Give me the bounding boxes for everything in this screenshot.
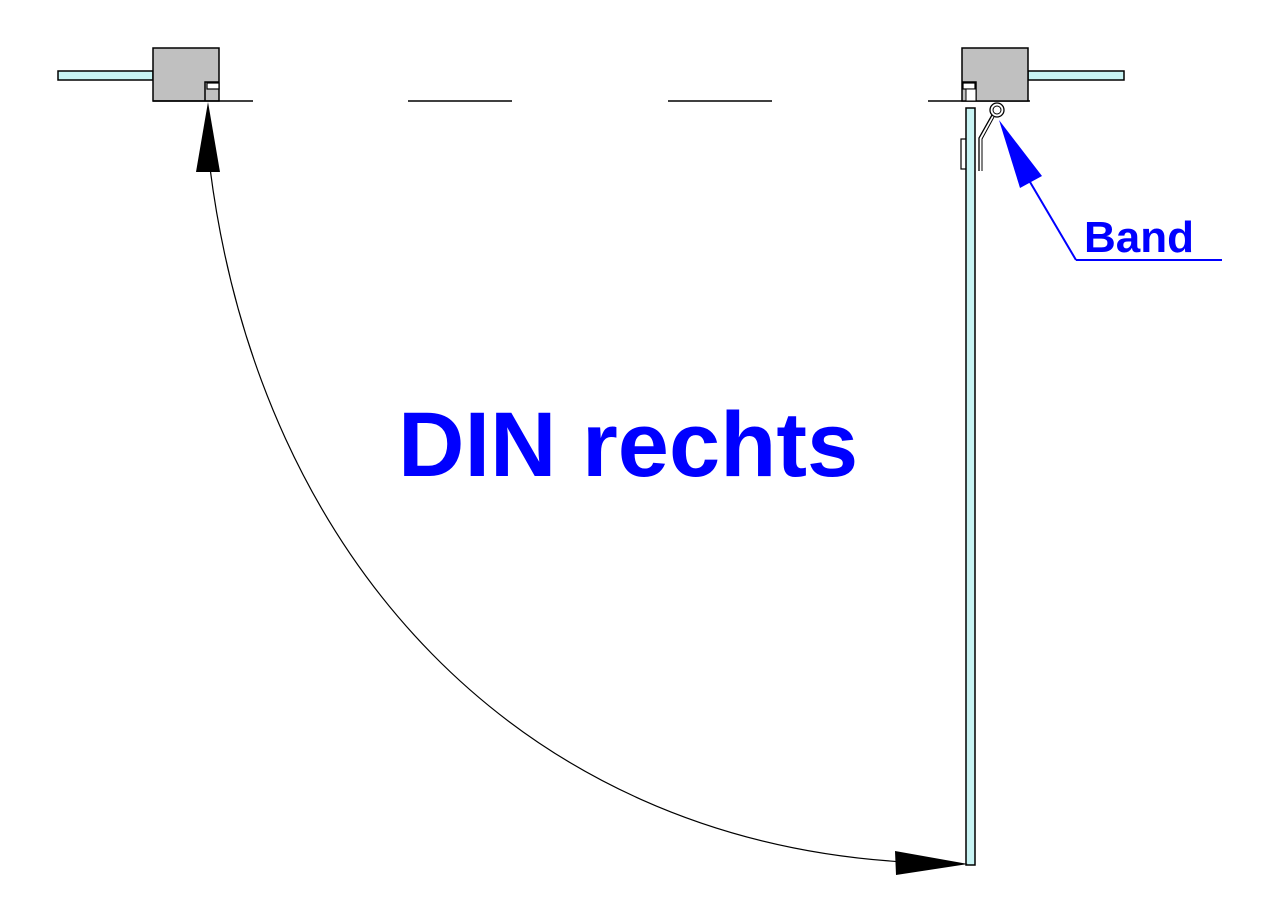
left-frame-rebate bbox=[204, 81, 219, 101]
hinge-callout: Band bbox=[999, 120, 1222, 262]
hinge-pin-inner bbox=[992, 105, 1002, 115]
right-seal bbox=[962, 82, 976, 90]
swing-arc bbox=[209, 167, 906, 863]
right-stop-strip bbox=[965, 88, 977, 102]
left-glass-panel bbox=[57, 70, 154, 81]
callout-arrowhead bbox=[999, 120, 1042, 188]
hinge-leaf-inner bbox=[981, 116, 995, 171]
callout-leader bbox=[1029, 181, 1077, 261]
right-glass-panel bbox=[1027, 70, 1125, 81]
hinge-label: Band bbox=[1084, 213, 1194, 262]
left-wall-assembly bbox=[57, 47, 220, 102]
hinge bbox=[960, 102, 1005, 171]
hinge-leaf bbox=[978, 114, 993, 171]
door-leaf bbox=[965, 107, 976, 866]
arrowhead-bottom bbox=[895, 851, 968, 875]
door-handing-label: DIN rechts bbox=[398, 394, 858, 496]
left-frame-block bbox=[152, 47, 220, 102]
right-wall-assembly bbox=[961, 47, 1125, 102]
left-seal bbox=[206, 82, 220, 90]
arrowhead-top bbox=[196, 102, 220, 172]
